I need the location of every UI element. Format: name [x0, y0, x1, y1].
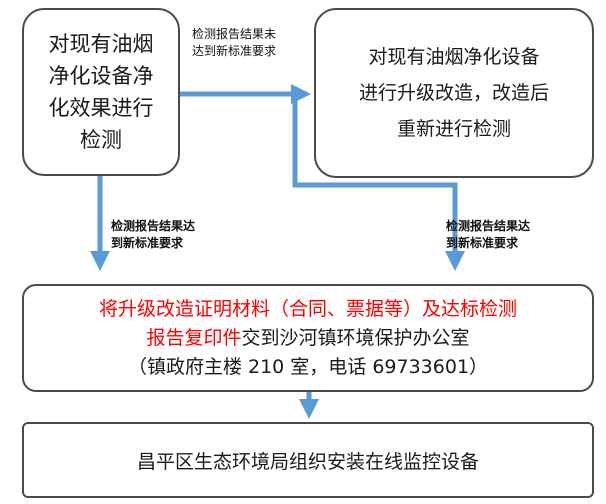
- edge-label-pass-left: 检测报告结果达 到新标准要求: [111, 218, 195, 252]
- arrow-loop-to-submit: [292, 94, 465, 271]
- edge-label-pass-right: 检测报告结果达 到新标准要求: [446, 218, 530, 252]
- node-submit: 将升级改造证明材料（合同、票据等）及达标检测 报告复印件交到沙河镇环境保护办公室…: [22, 284, 594, 392]
- node-text-line: 重新进行检测: [396, 118, 511, 140]
- install-text: 昌平区生态环境局组织安装在线监控设备: [136, 450, 479, 473]
- node-text-line: 进行升级改造，改造后: [358, 82, 549, 104]
- node-text-line: 净化设备净: [48, 64, 154, 88]
- submit-line-1: 将升级改造证明材料（合同、票据等）及达标检测: [98, 297, 517, 320]
- edge-label-line: 检测报告结果未: [192, 27, 277, 41]
- node-install: 昌平区生态环境局组织安装在线监控设备: [22, 422, 594, 498]
- node-text-line: 检测: [80, 128, 122, 152]
- edge-label-line: 达到新标准要求: [192, 44, 277, 58]
- edge-label-fail: 检测报告结果未 达到新标准要求: [192, 26, 276, 60]
- node-detect: 对现有油烟 净化设备净 化效果进行 检测: [22, 8, 180, 176]
- node-upgrade: 对现有油烟净化设备 进行升级改造，改造后 重新进行检测: [314, 8, 594, 178]
- node-text-line: 对现有油烟: [48, 32, 154, 56]
- submit-line-2-red: 报告复印件: [146, 326, 242, 349]
- submit-line-3: （镇政府主楼 210 室，电话 69733601）: [127, 355, 489, 378]
- submit-line-2: 报告复印件交到沙河镇环境保护办公室: [99, 324, 517, 353]
- edge-label-line: 检测报告结果达: [111, 219, 196, 233]
- node-text-line: 化效果进行: [48, 96, 154, 120]
- edge-label-line: 检测报告结果达: [446, 219, 531, 233]
- submit-line-2-black: 交到沙河镇环境保护办公室: [241, 326, 470, 349]
- edge-label-line: 到新标准要求: [111, 236, 184, 250]
- node-text-line: 对现有油烟净化设备: [368, 46, 540, 68]
- edge-label-line: 到新标准要求: [446, 236, 519, 250]
